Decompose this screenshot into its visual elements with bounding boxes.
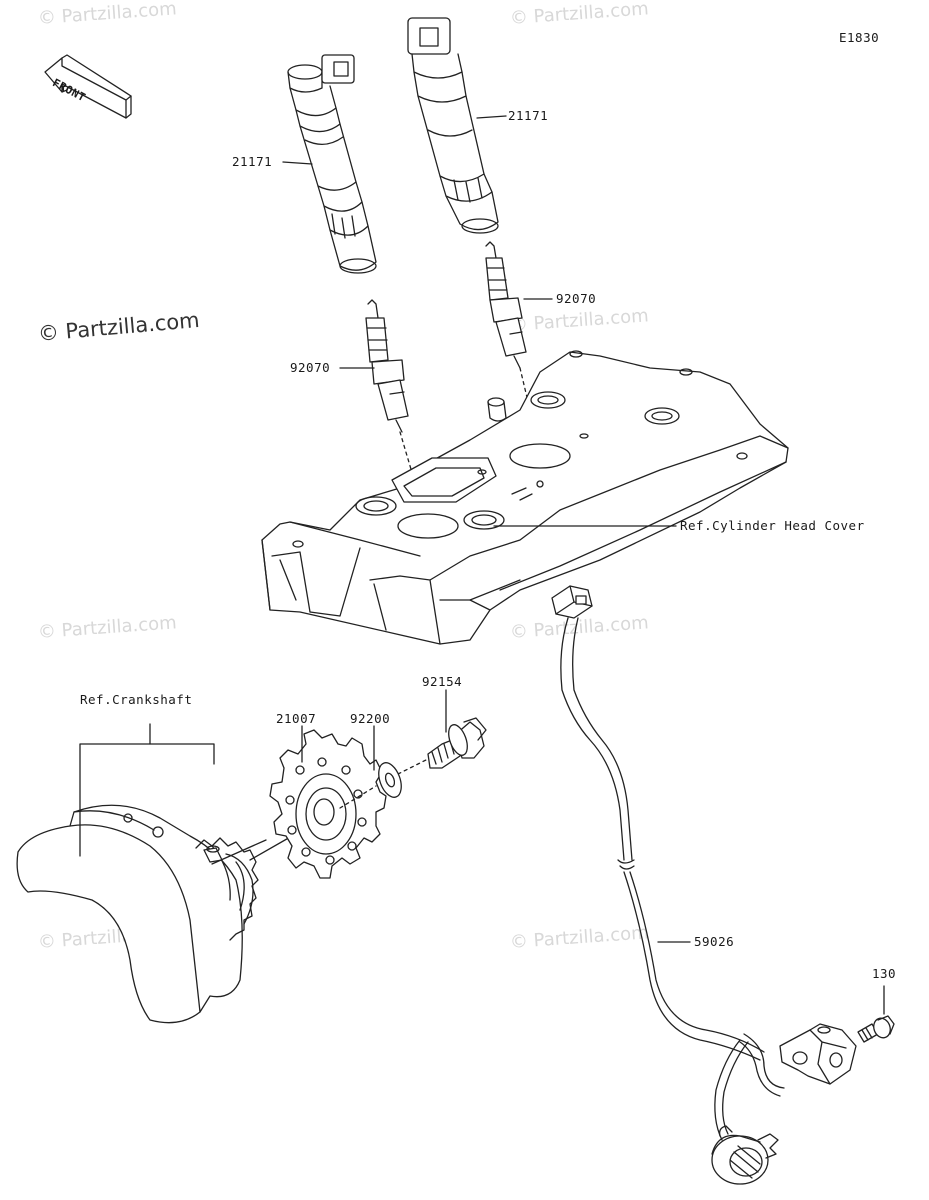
callout-flange-bolt[interactable]: 92154 <box>422 674 463 689</box>
callout-plug-left[interactable]: 92070 <box>290 360 331 375</box>
callout-crankshaft-ref[interactable]: Ref.Crankshaft <box>80 692 193 707</box>
spark-plug-left <box>365 299 409 433</box>
diagram-id: E1830 <box>839 30 880 45</box>
callout-coil-right[interactable]: 21171 <box>508 108 549 123</box>
callout-coil-left[interactable]: 21171 <box>232 154 273 169</box>
washer <box>378 762 402 798</box>
cylinder-head-cover <box>261 350 789 645</box>
callout-pickup-coil[interactable]: 59026 <box>694 934 735 949</box>
callout-plug-right[interactable]: 92070 <box>556 291 597 306</box>
flange-bolt <box>427 717 487 769</box>
callout-small-bolt[interactable]: 130 <box>872 966 897 981</box>
crankshaft <box>16 804 259 1024</box>
callout-rotor[interactable]: 21007 <box>276 711 317 726</box>
pickup-coil-sensor <box>779 1023 857 1085</box>
ignition-coil-left <box>287 54 377 274</box>
grommet <box>711 1125 779 1185</box>
ignition-coil-right <box>407 17 499 234</box>
spark-plug-right <box>485 241 527 369</box>
small-bolt <box>857 1015 895 1043</box>
front-arrow-icon <box>44 54 132 119</box>
pickup-connector <box>551 585 593 619</box>
callout-washer[interactable]: 92200 <box>350 711 391 726</box>
timing-rotor <box>269 729 387 879</box>
pickup-coil-harness <box>560 617 785 1141</box>
callout-head-cover-ref[interactable]: Ref.Cylinder Head Cover <box>680 518 865 533</box>
